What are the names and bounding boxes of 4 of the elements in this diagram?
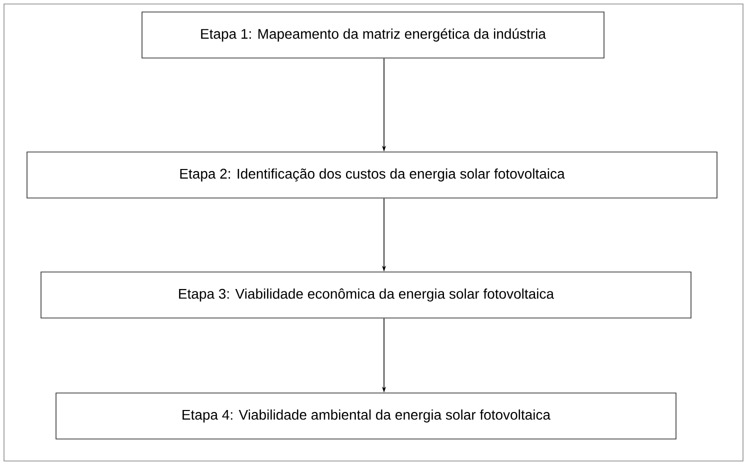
step-box: Etapa 3: Viabilidade econômica da energia solar fotovoltaica <box>40 272 692 318</box>
step-box: Etapa 1: Mapeamento da matriz energética da indústria <box>142 12 604 58</box>
step-box: Etapa 2: Identificação dos custos da energia solar fotovoltaica <box>26 152 718 198</box>
step-box: Etapa 4: Viabilidade ambiental da energia solar fotovoltaica <box>56 392 676 440</box>
